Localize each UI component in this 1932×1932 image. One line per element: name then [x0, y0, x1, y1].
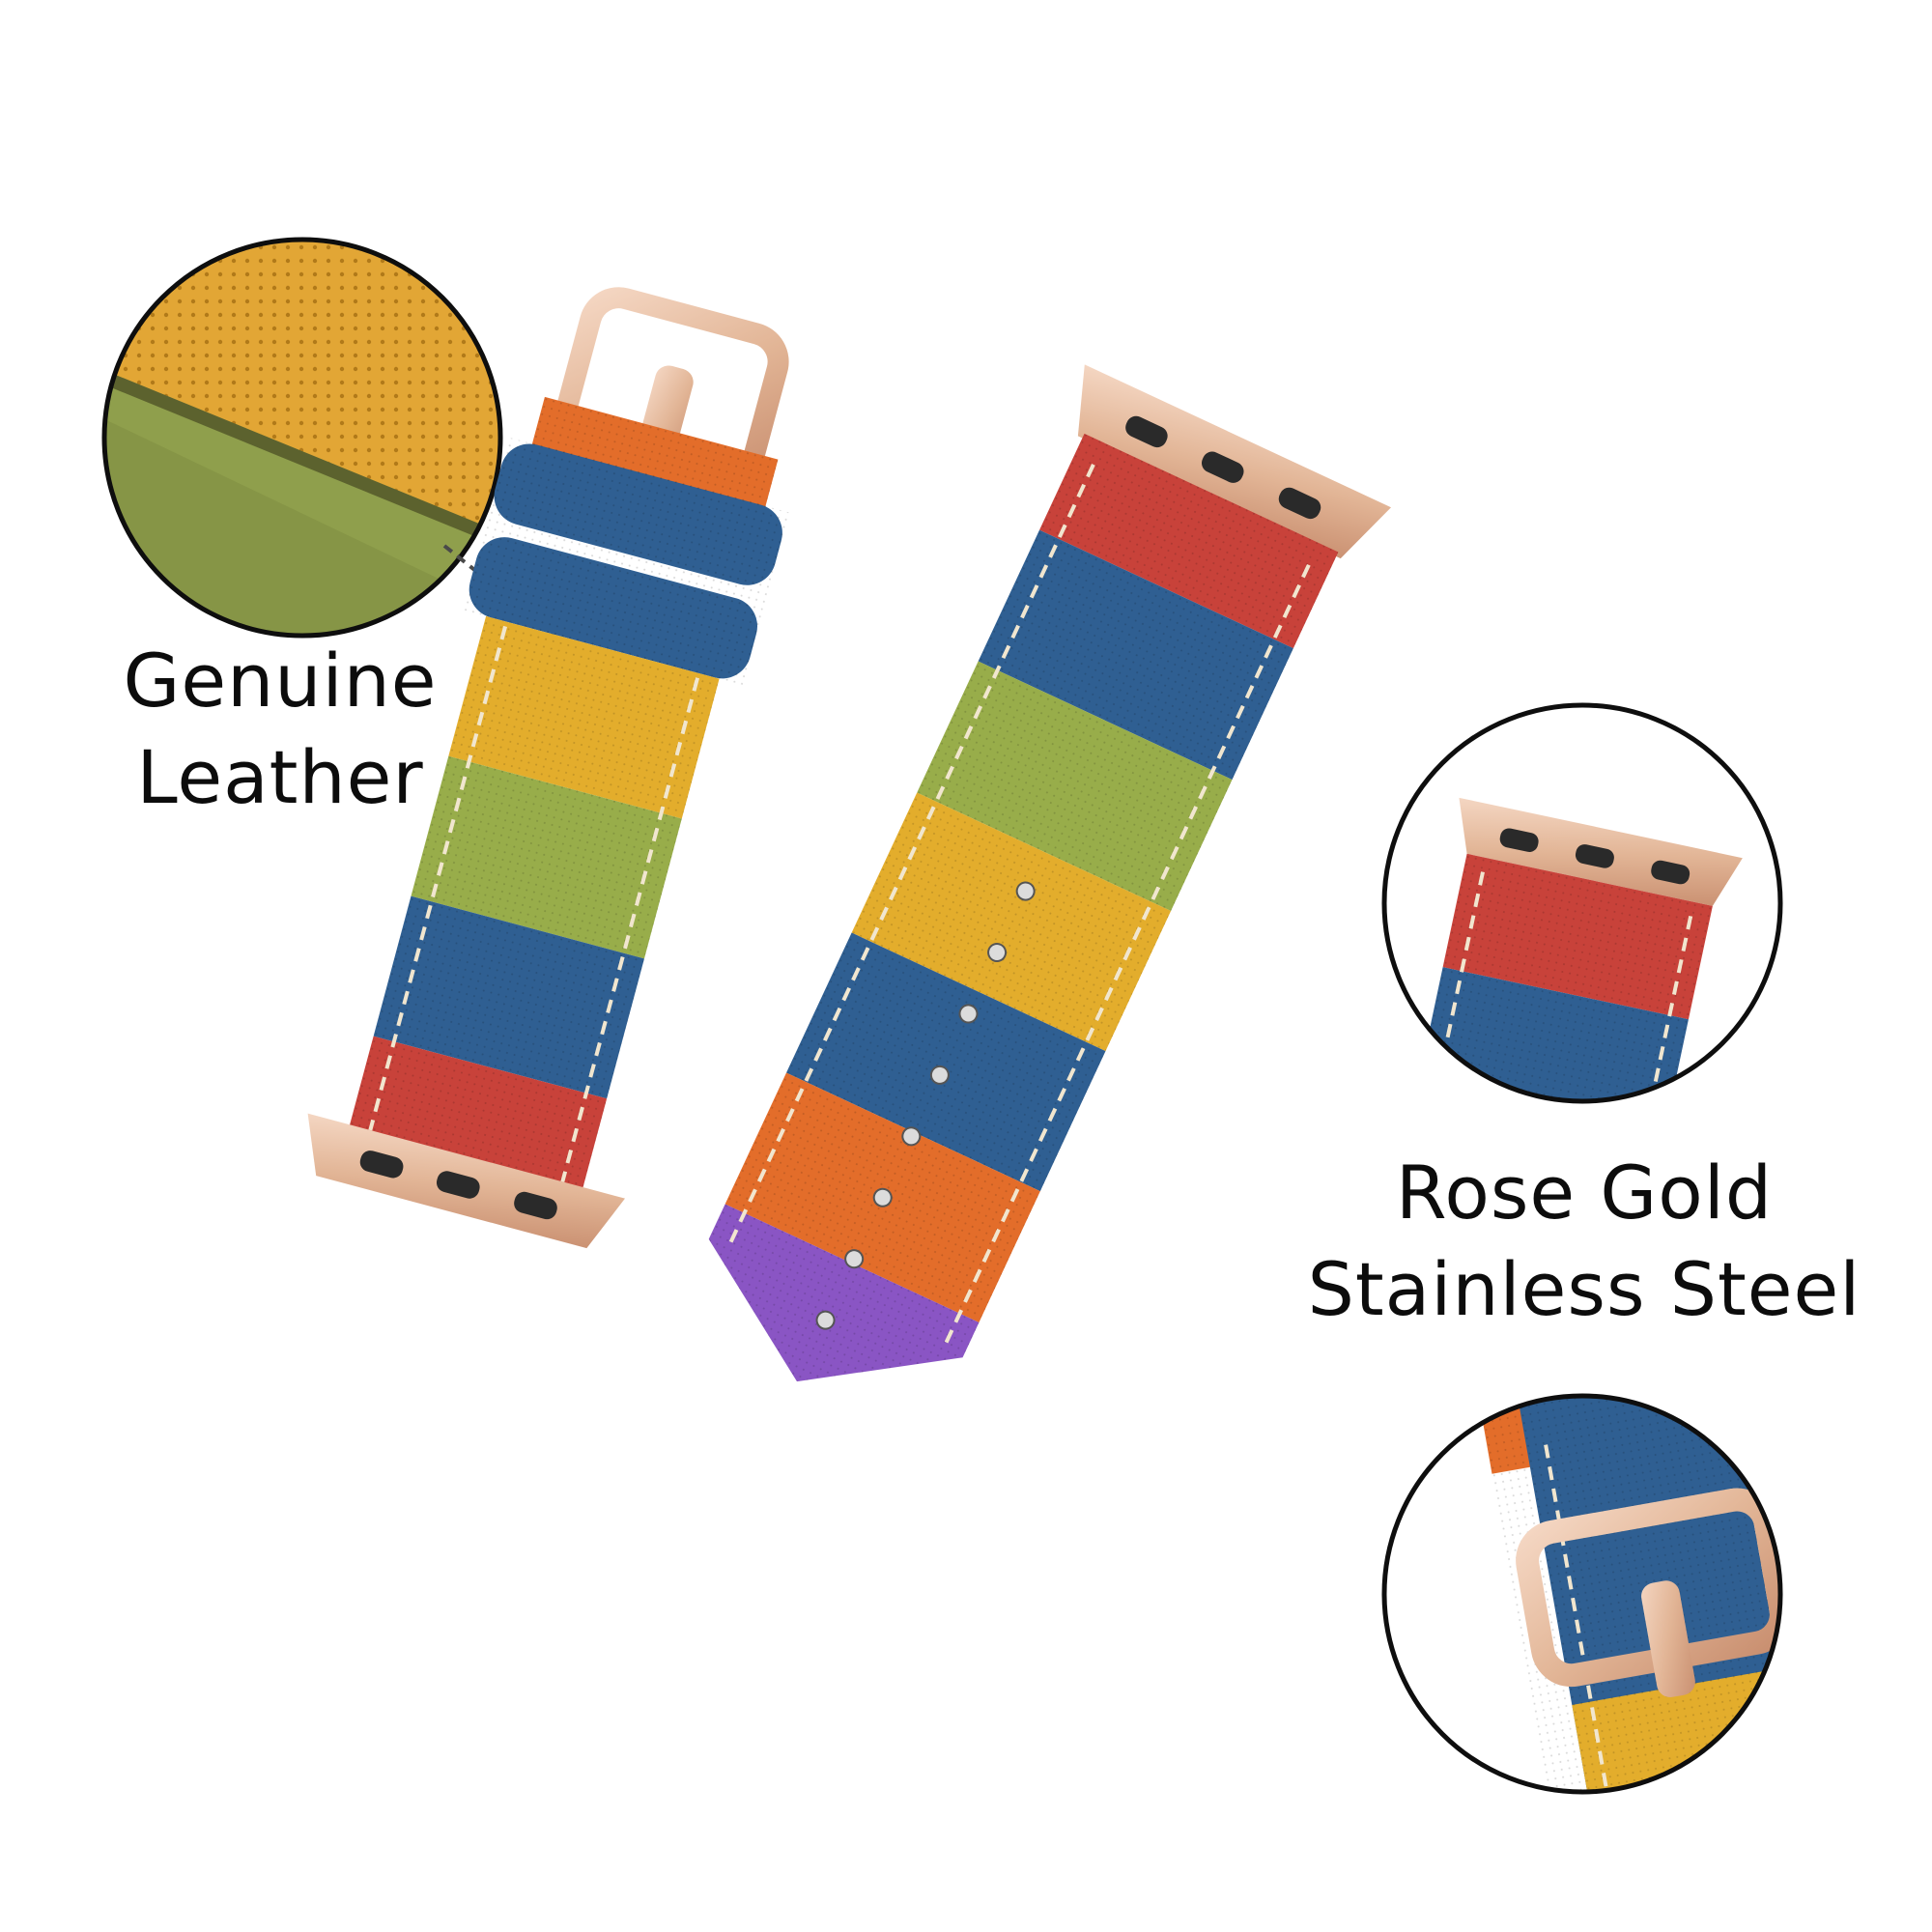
leather-caption-line1: Genuine: [123, 638, 438, 724]
leather-caption: Genuine Leather: [77, 633, 483, 826]
hardware-caption-line2: Stainless Steel: [1307, 1246, 1861, 1332]
lug-adapter-icon: [1077, 364, 1392, 559]
buckle-icon: [1516, 1488, 1780, 1697]
hardware-caption: Rose Gold Stainless Steel: [1285, 1145, 1884, 1338]
hardware-caption-line1: Rose Gold: [1395, 1150, 1774, 1236]
lug-adapter-icon: [307, 1113, 626, 1249]
strap-hole-side: [708, 364, 1392, 1382]
leather-caption-line2: Leather: [136, 734, 424, 820]
strap-buckle-side: [307, 287, 789, 1249]
leather-closeup: [101, 237, 503, 639]
buckle-closeup: [1381, 1393, 1783, 1795]
strap-holes: [815, 881, 1036, 1330]
lug-closeup: [1381, 702, 1783, 1104]
